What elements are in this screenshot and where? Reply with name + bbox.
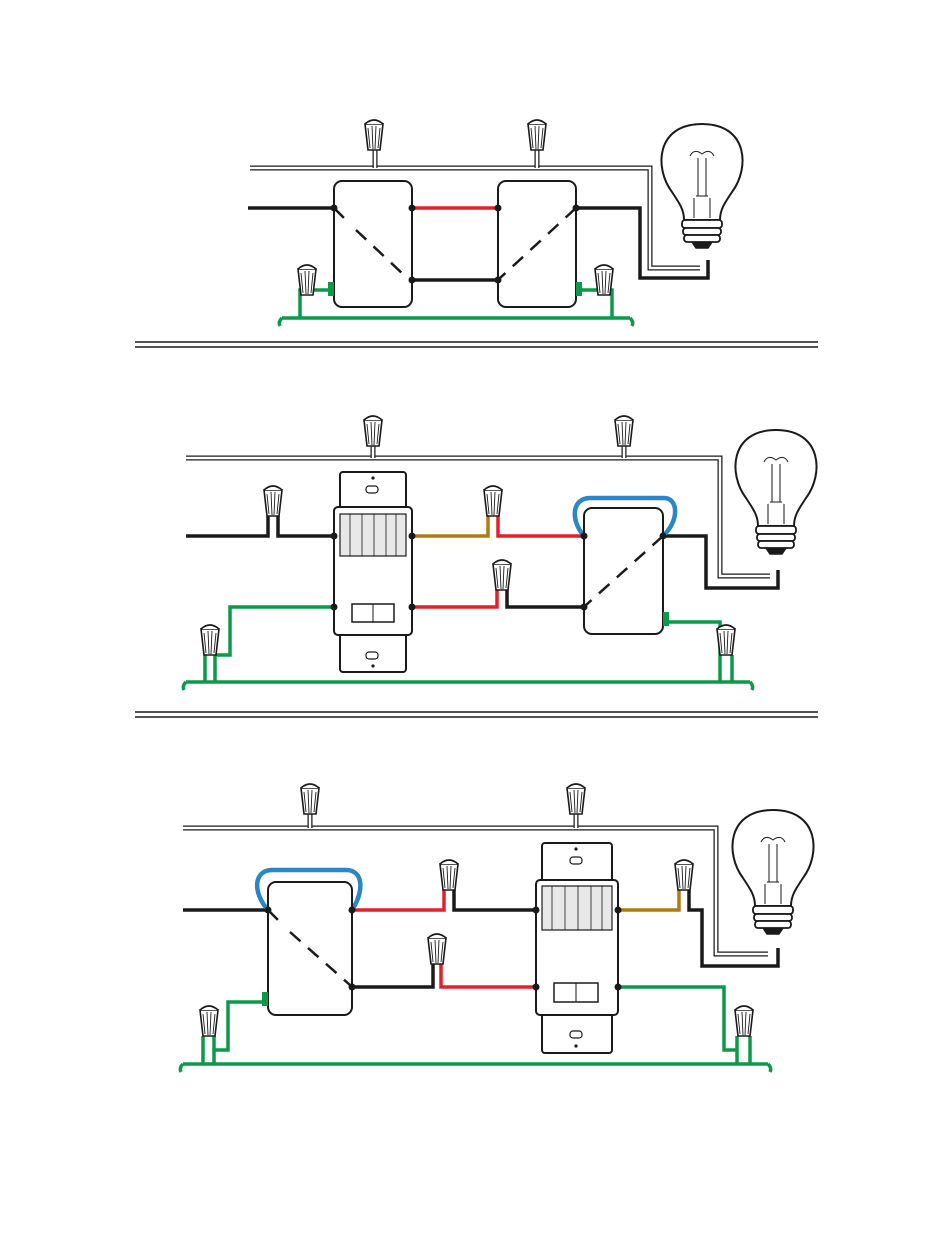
- divider: [135, 342, 818, 347]
- wire-nut-icon: [675, 860, 693, 890]
- three-way-switch-icon: [262, 882, 356, 1015]
- wire-nut-icon: [440, 860, 458, 890]
- light-bulb-icon: [661, 124, 742, 248]
- ground-terminal-icon: [576, 282, 582, 296]
- three-way-switch-icon: [581, 508, 670, 634]
- divider: [135, 712, 818, 717]
- wire-nut-icon: [528, 120, 546, 150]
- occupancy-sensor-switch-icon: [331, 472, 416, 672]
- wire-nut-icon: [493, 560, 511, 590]
- ground-terminal-icon: [262, 992, 268, 1006]
- wire-nut-icon: [567, 784, 585, 814]
- traveler-wire-red: [352, 890, 444, 910]
- wire-nut-icon: [595, 265, 613, 295]
- light-bulb-icon: [732, 810, 813, 934]
- wire-nut-icon: [484, 486, 502, 516]
- wire-nut-icon: [298, 265, 316, 295]
- ground-terminal-icon: [663, 612, 669, 626]
- traveler-wire-red: [412, 590, 497, 607]
- panel-1: [248, 120, 743, 326]
- hot-wire-line: [186, 516, 334, 536]
- wire-nut-icon: [365, 120, 383, 150]
- wire-nut-icon: [735, 1006, 753, 1036]
- wire-nut-icon: [301, 784, 319, 814]
- traveler-wire-black: [352, 964, 433, 987]
- wire-nut-icon: [615, 416, 633, 446]
- occupancy-sensor-switch-icon: [533, 843, 622, 1053]
- ground-terminal-icon: [328, 282, 334, 296]
- traveler-wire-red: [498, 516, 584, 536]
- wire-nut-icon: [428, 934, 446, 964]
- sensor-load-wire: [412, 516, 488, 536]
- wire-nut-icon: [264, 486, 282, 516]
- three-way-switch-icon: [328, 181, 416, 307]
- wire-nut-icon: [717, 625, 735, 655]
- traveler-wire-black: [454, 890, 540, 910]
- wire-nut-icon: [364, 416, 382, 446]
- three-way-switch-icon: [495, 181, 583, 307]
- wire-nut-icon: [201, 625, 219, 655]
- traveler-wire-red: [441, 964, 540, 987]
- light-bulb-icon: [735, 430, 816, 554]
- traveler-wire-black: [507, 590, 584, 607]
- panel-2: [183, 416, 816, 690]
- panel-3: [180, 784, 813, 1072]
- sensor-load-wire: [618, 890, 679, 910]
- wire-nut-icon: [200, 1006, 218, 1036]
